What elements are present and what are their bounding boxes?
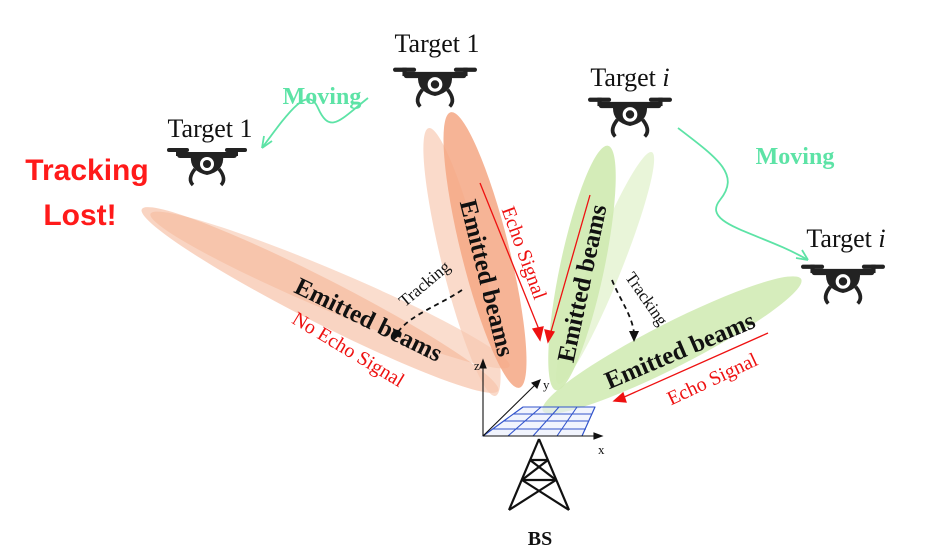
- label-moving-right: Moving: [756, 144, 835, 170]
- label-moving-left: Moving: [283, 84, 362, 110]
- label-target-i-top: Target i: [590, 63, 669, 92]
- beam-green-main: [548, 145, 616, 391]
- tracking-arrow-right: [611, 279, 635, 334]
- axes: [479, 358, 604, 440]
- tracking-arrow-left-head: [393, 328, 402, 340]
- beam-green-lower: [542, 276, 802, 414]
- label-target1-left: Target 1: [167, 114, 252, 143]
- drone-target-i-right-icon: [799, 262, 887, 306]
- label-tracking-lost-line2: Lost!: [43, 199, 116, 232]
- beam-orange-main: [443, 112, 527, 388]
- drone-target1-top-icon: [391, 65, 479, 109]
- label-target1-top: Target 1: [394, 29, 479, 58]
- label-tracking-lost-line1: Tracking: [25, 154, 148, 187]
- label-target-i-right: Target i: [806, 224, 885, 253]
- drone-target1-left-icon: [165, 146, 249, 187]
- moving-arrow-left: [261, 97, 369, 149]
- base-station-tower-icon: [507, 438, 571, 511]
- label-tracking-left: Tracking: [395, 257, 454, 311]
- axis-label-z: z: [474, 358, 480, 373]
- echo-arrow-green-upper: [544, 194, 591, 344]
- beam-orange-faint: [423, 128, 501, 396]
- axis-label-y: y: [543, 377, 550, 392]
- moving-arrow-right: [677, 127, 809, 261]
- label-bs: BS: [528, 528, 552, 550]
- axis-label-x: x: [598, 442, 605, 457]
- drone-target-i-top-icon: [586, 95, 674, 139]
- antenna-array-grid: [481, 406, 596, 437]
- label-tracking-right: Tracking: [621, 269, 672, 330]
- beam-lost-lower: [141, 207, 499, 393]
- echo-arrow-orange: [479, 182, 544, 342]
- echo-arrow-green-lower: [612, 332, 769, 403]
- tracking-arrow-right-head: [629, 331, 639, 342]
